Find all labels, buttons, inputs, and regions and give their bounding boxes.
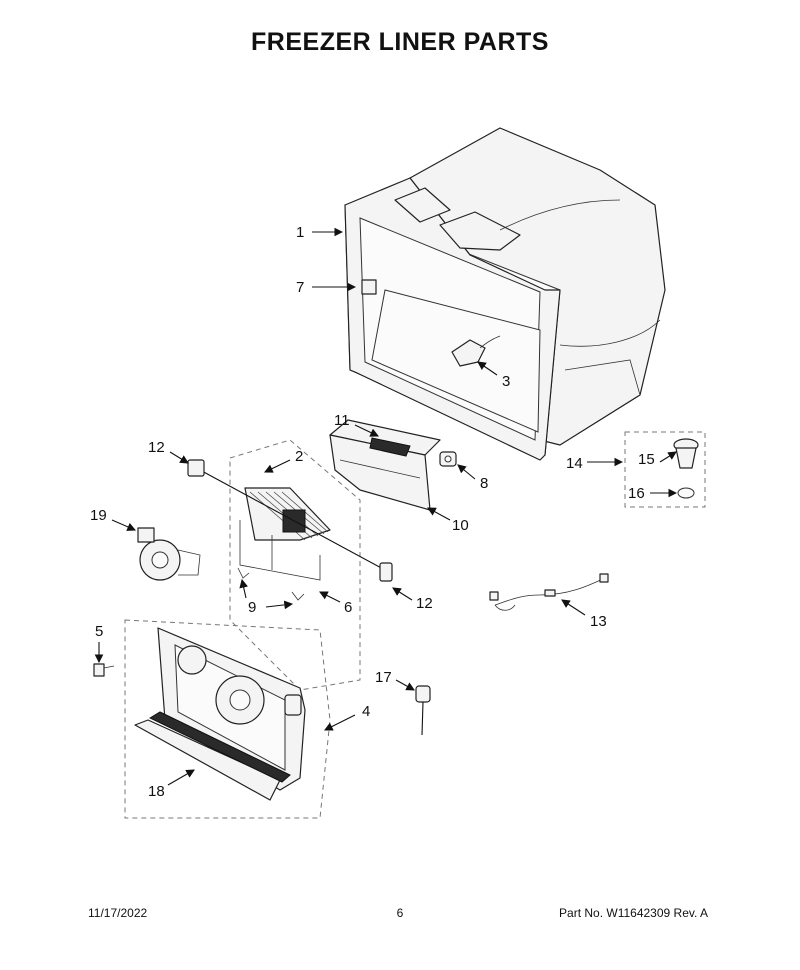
- drain-group-box: [624, 431, 706, 508]
- callout-12-left: 12: [148, 439, 165, 456]
- callout-12-right: 12: [416, 595, 433, 612]
- damper-part[interactable]: [451, 335, 501, 367]
- callout-18: 18: [148, 783, 165, 800]
- callout-19: 19: [90, 507, 107, 524]
- wire-connector-right[interactable]: [379, 562, 393, 582]
- callout-11: 11: [334, 412, 350, 429]
- page-title: FREEZER LINER PARTS: [251, 28, 549, 56]
- callout-10: 10: [452, 517, 469, 534]
- evaporator-cover-group-box: [124, 619, 331, 819]
- cover-trim[interactable]: [134, 711, 291, 801]
- callout-5: 5: [95, 623, 103, 640]
- callout-15: 15: [638, 451, 655, 468]
- callout-14: 14: [566, 455, 583, 472]
- liner-tab: [361, 279, 377, 295]
- callout-2: 2: [295, 448, 303, 465]
- footer-part-number: Part No. W11642309 Rev. A: [559, 906, 708, 920]
- callout-6: 6: [344, 599, 352, 616]
- wire-harness-line: [199, 469, 386, 571]
- freezer-liner[interactable]: [344, 127, 666, 461]
- callout-8: 8: [480, 475, 488, 492]
- evaporator[interactable]: [244, 487, 331, 541]
- fan-motor-assembly[interactable]: [137, 527, 201, 581]
- callout-9: 9: [248, 599, 256, 616]
- screw[interactable]: [93, 663, 115, 677]
- foam-seal: [369, 437, 411, 457]
- callout-3: 3: [502, 373, 510, 390]
- connector-part[interactable]: [439, 451, 457, 467]
- footer-date: 11/17/2022: [88, 906, 148, 920]
- callout-17: 17: [375, 669, 392, 686]
- evaporator-group-box: [229, 439, 361, 691]
- drain-trap[interactable]: [673, 438, 699, 469]
- footer-page-number: 6: [396, 906, 404, 920]
- evaporator-cover[interactable]: [157, 627, 306, 791]
- leader-lines: [94, 227, 678, 786]
- callout-4: 4: [362, 703, 370, 720]
- wire-connector-left[interactable]: [187, 459, 205, 477]
- wire-harness[interactable]: [489, 573, 609, 611]
- callout-13: 13: [590, 613, 607, 630]
- callout-1: 1: [296, 224, 304, 241]
- clips[interactable]: [237, 567, 305, 601]
- thermistor[interactable]: [415, 685, 431, 736]
- callout-7: 7: [296, 279, 304, 296]
- callout-16: 16: [628, 485, 645, 502]
- air-duct-cover[interactable]: [329, 419, 441, 511]
- drain-washer[interactable]: [677, 487, 695, 499]
- callout-labels: 1 7 3 2 11 12 12 8 10 19 6 9 13 14 15 16…: [90, 224, 655, 800]
- defrost-heater[interactable]: [239, 520, 321, 581]
